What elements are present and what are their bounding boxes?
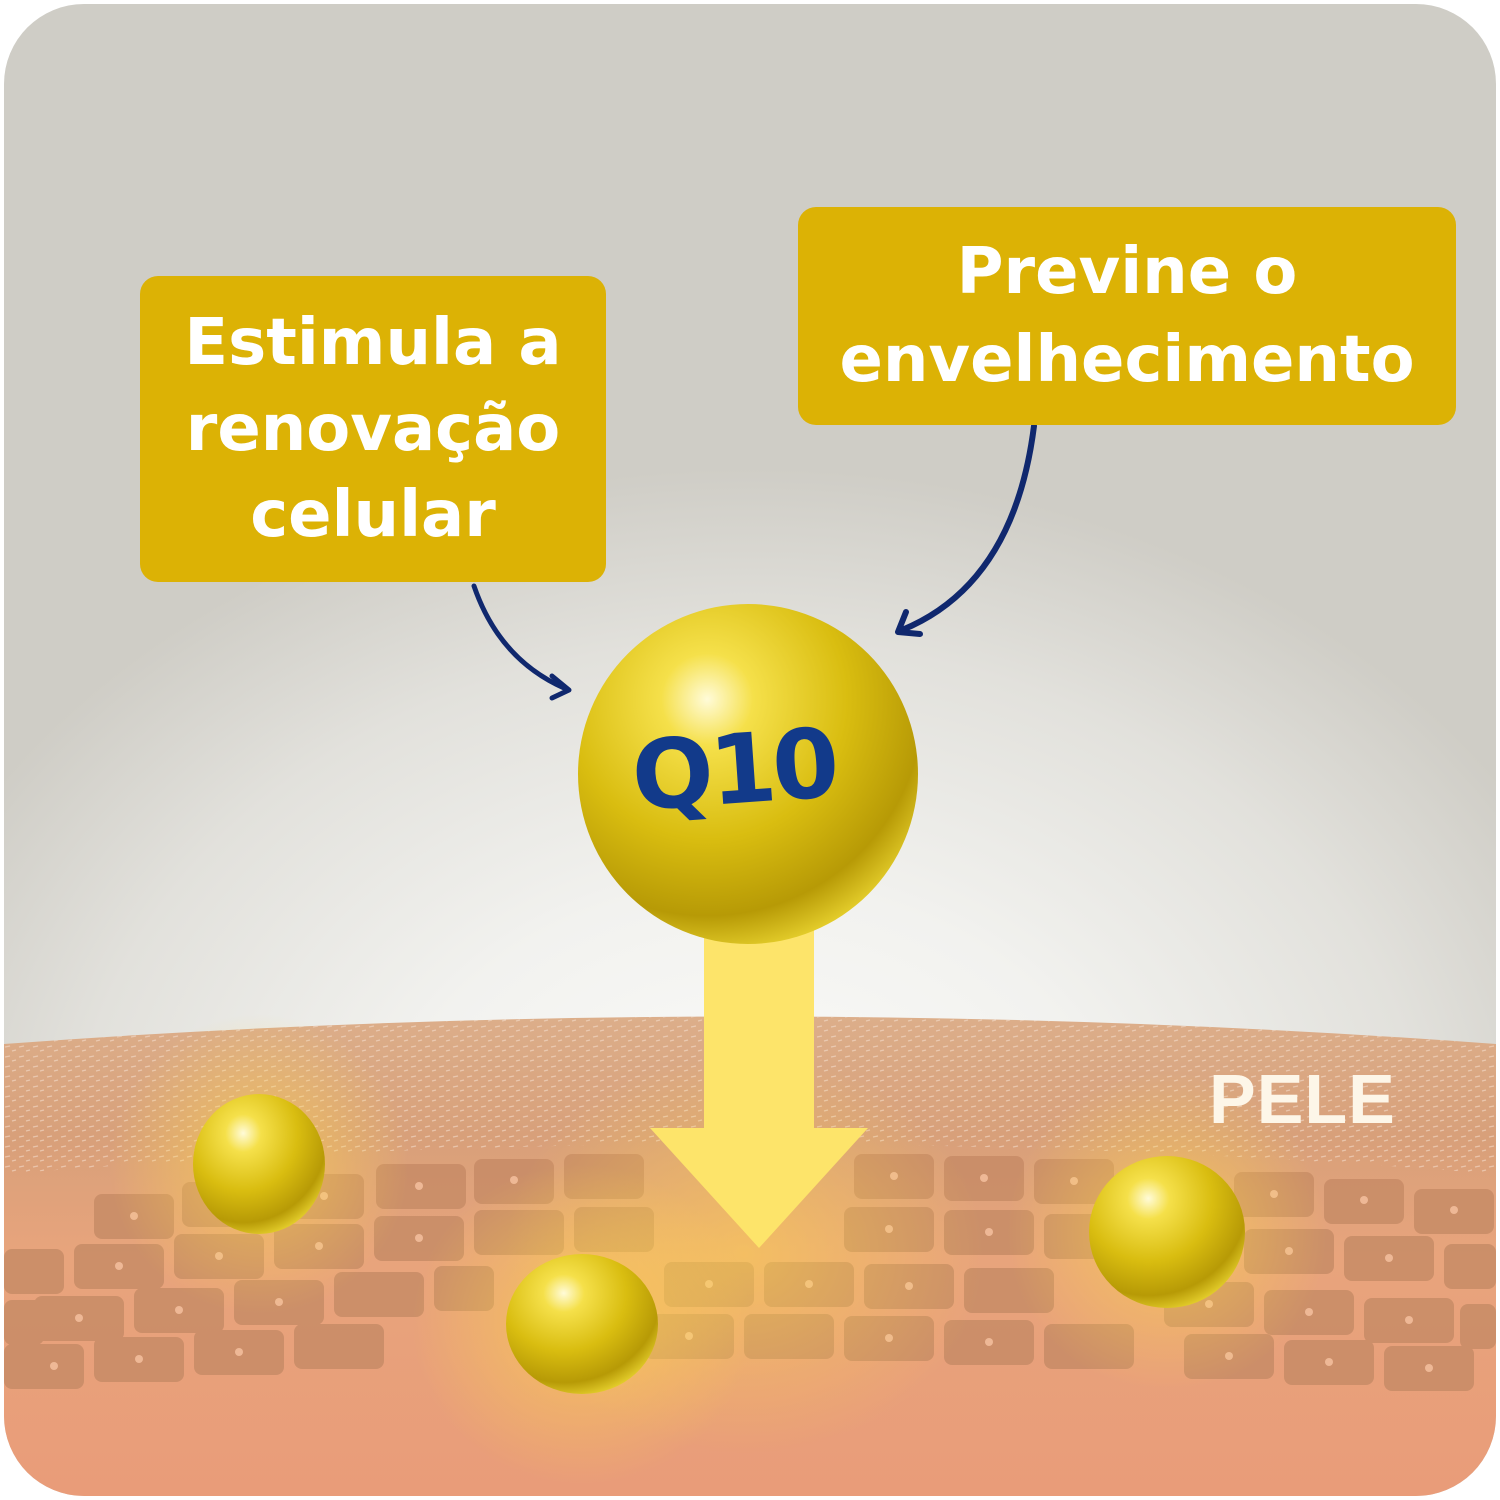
- skin-label: PELE: [1209, 1060, 1396, 1138]
- callout-left-line-2: renovação: [185, 392, 561, 466]
- callout-left-line-1: Estimula a: [184, 306, 562, 380]
- curved-arrow-left-icon: [472, 584, 572, 694]
- callout-right-line-2: envelhecimento: [839, 323, 1415, 397]
- curved-arrow-right-icon: [898, 424, 1038, 636]
- callout-right-line-1: Previne o: [956, 235, 1298, 309]
- callout-cell-renewal: Estimula a renovação celular: [140, 276, 606, 582]
- down-arrow-icon: [650, 926, 868, 1248]
- q10-label: Q10: [628, 707, 839, 833]
- callout-left-line-3: celular: [250, 478, 496, 552]
- callout-anti-aging: Previne o envelhecimento: [798, 207, 1456, 425]
- infographic-card: Estimula a renovação celular Previne o e…: [4, 4, 1496, 1496]
- skin-illustration: [4, 423, 1496, 1496]
